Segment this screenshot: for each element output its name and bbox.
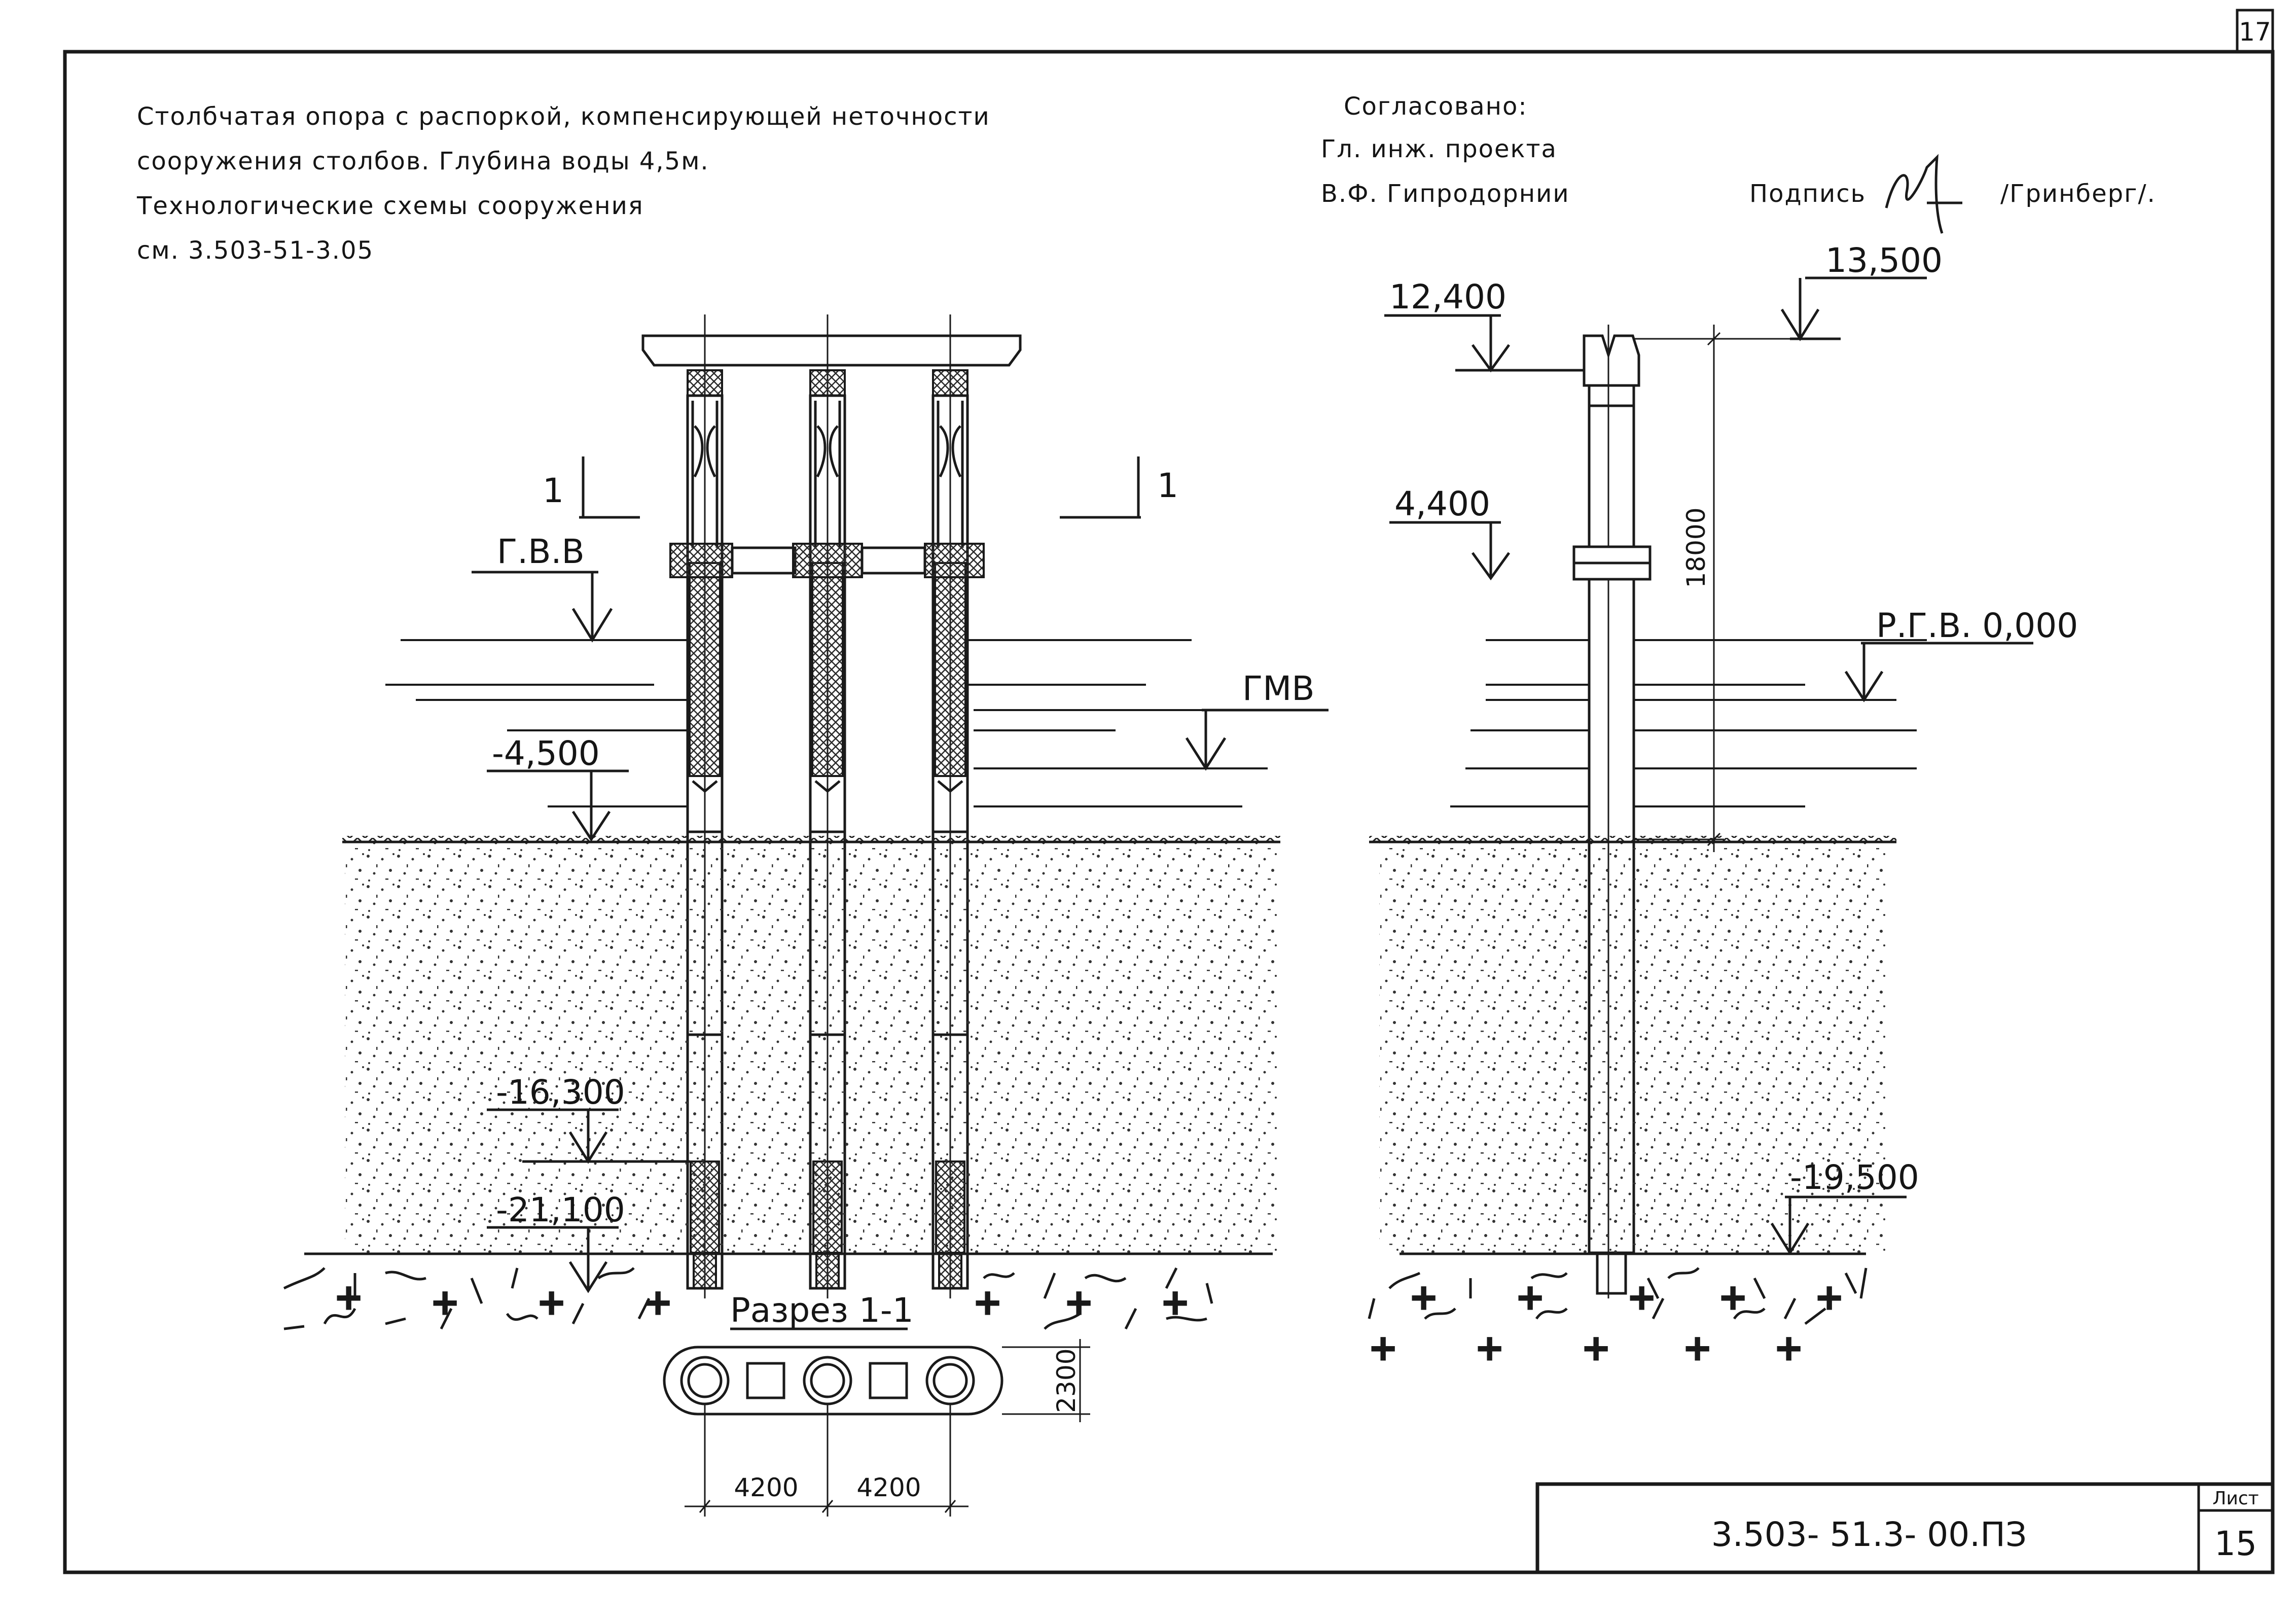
mark-strut: 4,400 [1389, 484, 1511, 581]
void-1 [746, 1362, 785, 1399]
svg-text:+: + [1683, 1328, 1711, 1367]
title-line-4: см. 3.503-51-3.05 [137, 236, 374, 265]
signature-label: Подпись [1749, 180, 1866, 208]
section-mark-right: 1 [1060, 456, 1178, 519]
right-elevation: ++ ++ + ++ ++ + 13,500 12,400 4, [1368, 241, 2078, 1369]
side-pile-tip [1596, 1251, 1627, 1295]
mark-level-a: -16,300 [487, 1073, 690, 1164]
mark-cap: 12,400 [1384, 277, 1584, 373]
section-spacing-1: 4200 [734, 1473, 798, 1502]
stamp-block: 3.503- 51.3- 00.ПЗ Лист 15 [1535, 1482, 2275, 1574]
svg-text:+: + [431, 1283, 459, 1322]
water-surface-right [1450, 639, 1927, 807]
svg-text:+: + [335, 1278, 363, 1317]
cap-beam [641, 334, 1022, 367]
mark-top: 13,500 [1639, 241, 1943, 341]
pile-circle-2 [803, 1356, 852, 1405]
mark-level-b: -21,100 [487, 1190, 625, 1293]
stamp-doc-code: 3.503- 51.3- 00.ПЗ [1711, 1515, 2027, 1554]
svg-text:+: + [537, 1283, 565, 1322]
section-mark-right-label: 1 [1157, 466, 1178, 505]
label-level-b: -21,100 [496, 1190, 625, 1229]
signer-name: /Гринберг/. [2000, 180, 2156, 208]
svg-text:+: + [1410, 1278, 1438, 1317]
label-top: 13,500 [1825, 241, 1943, 280]
label-bottom: -4,500 [492, 734, 600, 773]
label-high-water: Г.В.В [497, 532, 585, 571]
corner-sheet-box: 17 [2236, 9, 2274, 53]
svg-text:+: + [1719, 1278, 1747, 1317]
pile-circle-1 [680, 1356, 730, 1405]
section-mark-left-label: 1 [543, 471, 564, 510]
height-dimension: 18000 [1634, 325, 1724, 852]
section-mark-left: 1 [543, 456, 640, 519]
svg-text:+: + [1065, 1283, 1093, 1322]
section-outline [663, 1346, 1003, 1416]
approval-position: Гл. инж. проекта [1321, 135, 1557, 163]
approval-heading: Согласовано: [1344, 92, 1528, 121]
section-spacing-2: 4200 [856, 1473, 921, 1502]
rock-base-left: + + + + + + + [283, 1267, 1213, 1330]
label-level-a: -16,300 [496, 1073, 625, 1112]
rock-base-right: ++ ++ + ++ ++ + [1368, 1267, 1868, 1369]
svg-text:+: + [1775, 1328, 1803, 1367]
label-strut: 4,400 [1394, 484, 1490, 523]
svg-text:+: + [1161, 1283, 1189, 1322]
label-cap: 12,400 [1389, 277, 1506, 316]
water-surface-left [385, 639, 1329, 807]
title-line-3: Технологические схемы сооружения [136, 192, 644, 220]
mark-high-water: Г.В.В [472, 532, 613, 643]
void-2 [869, 1362, 908, 1399]
label-height: 18000 [1681, 507, 1711, 588]
label-low-water: ГМВ [1242, 669, 1314, 708]
corner-sheet-number: 17 [2239, 17, 2271, 47]
soil-right [1379, 842, 1886, 1253]
soil-left [345, 842, 1278, 1253]
section-width-dim: 2300 [1052, 1348, 1081, 1413]
mark-bottom: -4,500 [487, 734, 629, 842]
handwritten-signature [1885, 154, 1962, 234]
approval-block: Согласовано: Гл. инж. проекта В.Ф. Гипро… [1321, 92, 2156, 234]
label-water: Р.Г.В. 0,000 [1876, 606, 2078, 645]
svg-text:+: + [1516, 1278, 1544, 1317]
stamp-sheet-value: 15 [2214, 1524, 2257, 1563]
svg-text:+: + [1476, 1328, 1503, 1367]
label-pile-tip: -19,500 [1790, 1158, 1919, 1197]
svg-text:+: + [1582, 1328, 1610, 1367]
strut-beam [669, 543, 985, 578]
svg-text:+: + [1815, 1278, 1843, 1317]
mark-water: Р.Г.В. 0,000 [1844, 606, 2078, 702]
pile-circle-3 [925, 1356, 975, 1405]
title-line-2: сооружения столбов. Глубина воды 4,5м. [137, 147, 709, 175]
svg-text:+: + [1369, 1328, 1397, 1367]
left-elevation: + + + + + + + 1 1 Г.В.В ГМВ [283, 314, 1329, 1517]
mark-pile-tip: -19,500 [1770, 1158, 1919, 1255]
svg-text:+: + [1628, 1278, 1656, 1317]
sheet-border [63, 50, 2275, 1574]
approval-organization: В.Ф. Гипродорнии [1321, 180, 1570, 208]
stamp-sheet-label: Лист [2212, 1488, 2258, 1509]
side-pile-head [1583, 334, 1640, 387]
svg-text:+: + [644, 1283, 672, 1322]
section-title: Разрез 1-1 [730, 1291, 914, 1330]
mark-low-water: ГМВ [1185, 669, 1329, 771]
section-1-1: Разрез 1-1 2300 4200 4200 [663, 1291, 1090, 1517]
title-block: Столбчатая опора с распоркой, компенсиру… [136, 102, 990, 265]
svg-text:+: + [974, 1283, 1001, 1322]
title-line-1: Столбчатая опора с распоркой, компенсиру… [137, 102, 990, 131]
